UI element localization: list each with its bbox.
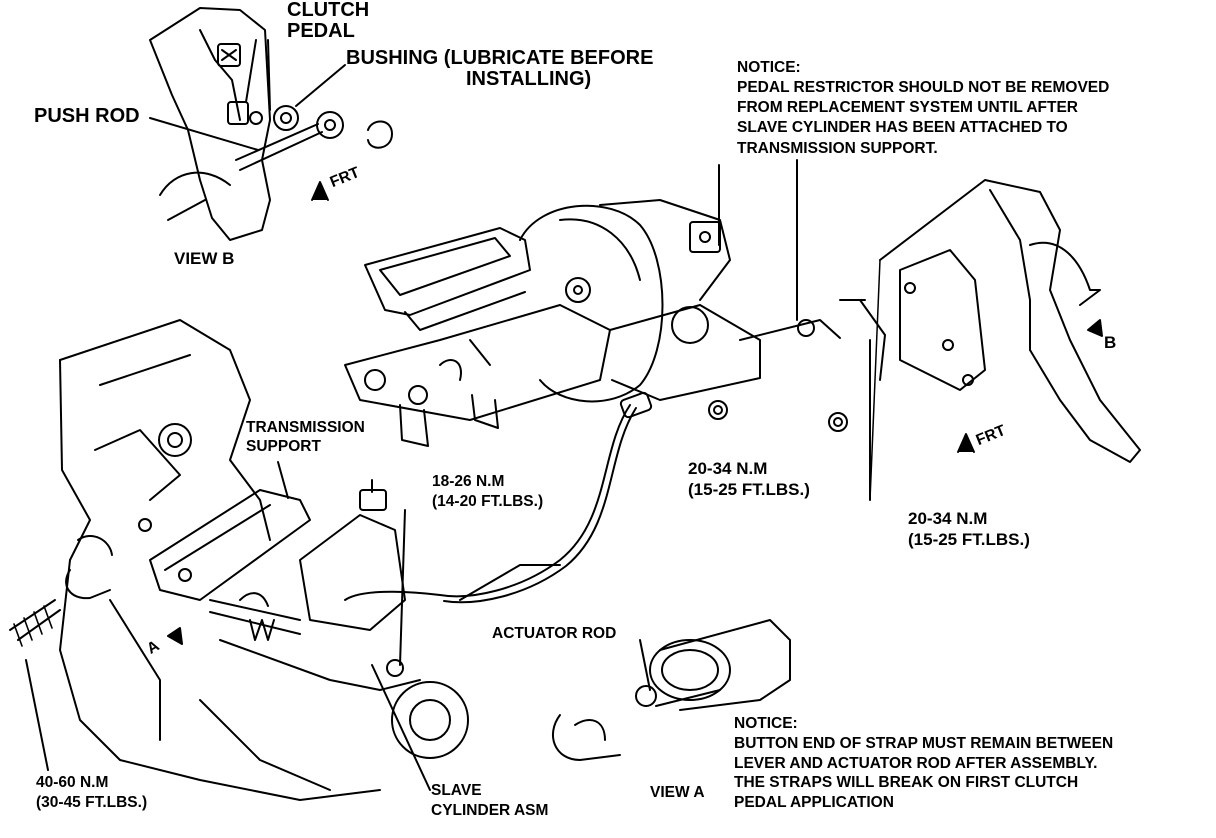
view-b-pedal-detail	[149, 7, 393, 241]
notice-bottom-label: NOTICE: BUTTON END OF STRAP MUST REMAIN …	[734, 715, 1114, 812]
bushing-label: BUSHING (LUBRICATE BEFORE INSTALLING)	[346, 47, 654, 90]
view-a-label: VIEW A	[650, 784, 705, 801]
transmission-support-label: TRANSMISSION SUPPORT	[246, 419, 365, 456]
slave-cylinder-label: SLAVE CYLINDER ASM	[431, 782, 549, 820]
master-cylinder-booster	[344, 199, 841, 447]
view-a-actuator-detail	[551, 619, 791, 761]
torque-18-26-label: 18-26 N.M (14-20 FT.LBS.)	[432, 473, 544, 511]
clutch-pedal-label: CLUTCH PEDAL	[287, 0, 370, 42]
torque-20-34-right-label: 20-34 N.M (15-25 FT.LBS.)	[908, 509, 1030, 550]
view-b-label: VIEW B	[174, 249, 235, 268]
hydraulic-line	[344, 391, 653, 604]
torque-20-34-center-label: 20-34 N.M (15-25 FT.LBS.)	[688, 459, 810, 500]
torque-40-60-label: 40-60 N.M (30-45 FT.LBS.)	[36, 774, 148, 812]
b-marker-label: B	[1104, 333, 1117, 352]
push-rod-label: PUSH ROD	[34, 105, 140, 127]
clutch-pedal-assembly	[708, 159, 1141, 501]
actuator-rod-label: ACTUATOR ROD	[492, 625, 617, 642]
notice-top-label: NOTICE: PEDAL RESTRICTOR SHOULD NOT BE R…	[737, 59, 1110, 157]
transmission-slave-cylinder	[9, 319, 561, 801]
